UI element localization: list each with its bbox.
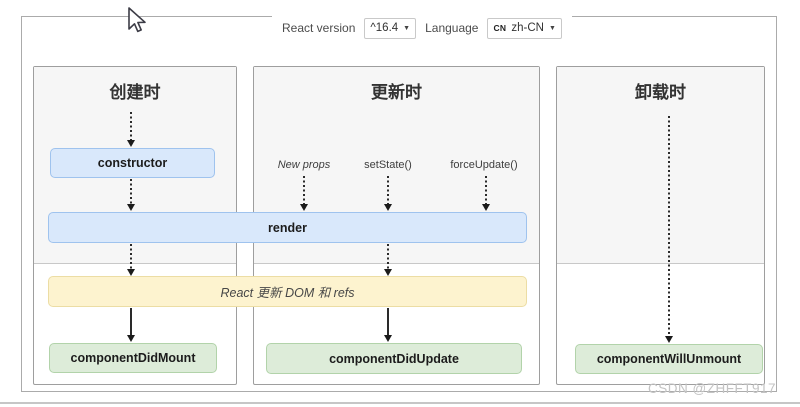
arrow-dom-update-to-did-update xyxy=(383,308,393,342)
mouse-cursor-icon xyxy=(128,7,146,33)
node-component-did-update[interactable]: componentDidUpdate xyxy=(266,343,522,374)
arrow-dom-update-to-did-mount xyxy=(126,308,136,342)
panel-unmounting: 卸载时 xyxy=(556,66,765,385)
react-version-label: React version xyxy=(282,21,356,35)
arrow-force-update-to-render xyxy=(481,176,491,211)
node-constructor[interactable]: constructor xyxy=(50,148,215,178)
arrow-new-props-to-render xyxy=(299,176,309,211)
language-flag-badge: CN xyxy=(493,23,507,33)
react-version-value: ^16.4 xyxy=(370,22,399,34)
arrow-render-to-dom-update-left xyxy=(126,244,136,276)
render-phase-background xyxy=(557,67,764,264)
trigger-new-props: New props xyxy=(277,159,331,171)
arrow-constructor-to-render xyxy=(126,179,136,211)
trigger-force-update: forceUpdate() xyxy=(450,159,518,171)
arrow-mounting-to-constructor xyxy=(126,112,136,147)
language-value: zh-CN xyxy=(511,22,544,34)
arrow-render-to-dom-update-right xyxy=(383,244,393,276)
arrow-unmounting-to-will-unmount xyxy=(664,116,674,343)
language-select[interactable]: CN zh-CN ▼ xyxy=(487,17,562,39)
react-version-select[interactable]: ^16.4 ▼ xyxy=(364,17,417,39)
trigger-set-state: setState() xyxy=(364,159,412,171)
panel-title-updating: 更新时 xyxy=(371,83,422,102)
node-component-will-unmount[interactable]: componentWillUnmount xyxy=(575,344,763,374)
node-react-updates-dom: React 更新 DOM 和 refs xyxy=(48,276,527,307)
csdn-watermark: CSDN @ZHFFT917 xyxy=(648,381,776,396)
language-label: Language xyxy=(425,21,479,35)
panel-title-unmounting: 卸载时 xyxy=(635,83,686,102)
node-component-did-mount[interactable]: componentDidMount xyxy=(49,343,217,373)
page-bottom-divider xyxy=(0,402,800,404)
panel-title-mounting: 创建时 xyxy=(109,83,161,102)
chevron-down-icon: ▼ xyxy=(403,24,411,32)
arrow-set-state-to-render xyxy=(383,176,393,211)
node-render[interactable]: render xyxy=(48,212,527,243)
toolbar: React version ^16.4 ▼ Language CN zh-CN … xyxy=(272,14,572,42)
chevron-down-icon: ▼ xyxy=(548,24,556,32)
